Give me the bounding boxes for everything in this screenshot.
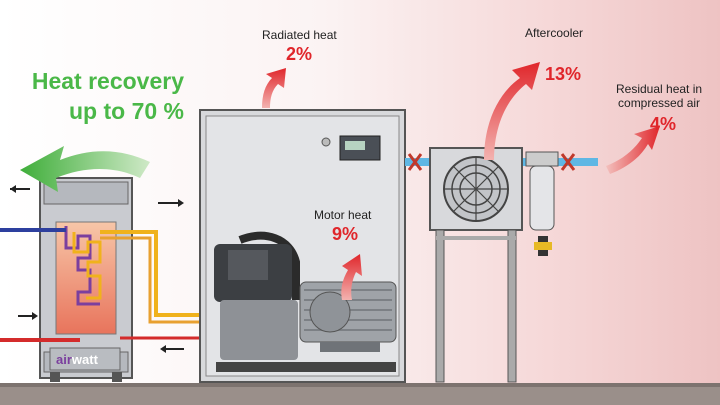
heat-recovery-arrow xyxy=(20,146,150,192)
residual-heat-value: 4% xyxy=(650,114,677,134)
aftercooler-label: Aftercooler xyxy=(525,26,584,40)
brand-plate xyxy=(49,347,121,371)
aftercooler-unit xyxy=(429,147,523,383)
aftercooler-value: 13% xyxy=(545,64,582,84)
brand-logo: airwatt xyxy=(56,352,98,367)
heat-recovery-line1: Heat recovery xyxy=(31,68,184,94)
residual-heat-label-line2: compressed air xyxy=(618,96,701,110)
heat-recovery-line2: up to 70 % xyxy=(68,98,184,124)
ground xyxy=(0,383,720,405)
aftercooler-heat-arrow xyxy=(484,62,540,160)
air-filter xyxy=(525,151,559,256)
residual-heat-label-line1: Residual heat in xyxy=(616,82,703,96)
brand-logo-part2: watt xyxy=(71,352,98,367)
heat-recovery-title: Heat recovery up to 70 % xyxy=(30,66,184,126)
motor-heat-value: 9% xyxy=(332,224,359,244)
residual-heat-arrow xyxy=(606,126,660,174)
brand-logo-part1: air xyxy=(56,352,72,367)
radiated-heat-value: 2% xyxy=(286,44,313,64)
flow-arrows xyxy=(10,185,184,353)
residual-heat-label: Residual heat in compressed air xyxy=(616,82,702,110)
heat-recovery-unit xyxy=(39,177,133,382)
compressor-cabinet xyxy=(199,109,406,383)
motor-heat-arrow xyxy=(341,254,362,300)
air-pipe xyxy=(405,153,598,171)
radiated-heat-label: Radiated heat xyxy=(262,28,337,42)
radiated-heat-arrow xyxy=(262,68,286,108)
water-pipes xyxy=(0,228,212,342)
motor-heat-label: Motor heat xyxy=(314,208,372,222)
